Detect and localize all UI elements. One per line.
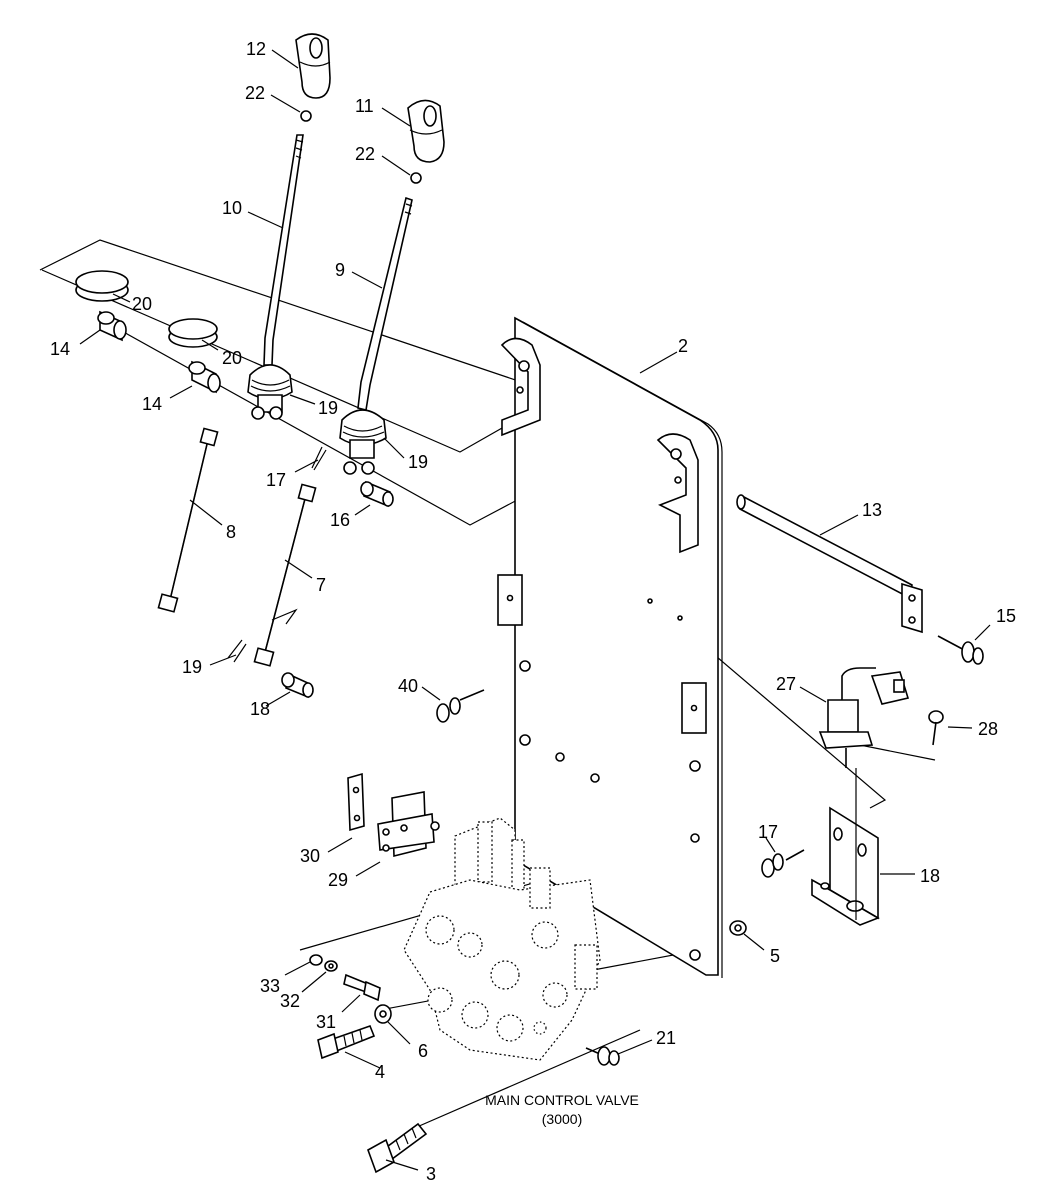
callout-13: 13 — [862, 500, 882, 520]
boot-19-right — [339, 409, 387, 475]
callout-17: 17 — [266, 470, 286, 490]
lever-10 — [263, 134, 304, 366]
valve-label: MAIN CONTROL VALVE (3000) — [485, 1092, 639, 1127]
callout-31: 31 — [316, 1012, 336, 1032]
knob-11 — [407, 99, 445, 163]
callout-4: 4 — [375, 1062, 385, 1082]
callout-22: 22 — [355, 144, 375, 164]
rod-8 — [157, 427, 219, 613]
bracket-18 — [811, 768, 880, 926]
callout-22: 22 — [245, 83, 265, 103]
callout-2: 2 — [678, 336, 688, 356]
bolt-15 — [937, 635, 984, 665]
bolt-31 — [343, 973, 381, 1002]
callout-20: 20 — [222, 348, 242, 368]
bushing-14-right — [188, 360, 221, 394]
callout-19: 19 — [408, 452, 428, 472]
callout-18: 18 — [250, 699, 270, 719]
callout-30: 30 — [300, 846, 320, 866]
callout-40: 40 — [398, 676, 418, 696]
bolt-17-lower — [761, 849, 805, 878]
bolt-40 — [436, 689, 485, 723]
callout-8: 8 — [226, 522, 236, 542]
callout-10: 10 — [222, 198, 242, 218]
bracket-29 — [377, 791, 440, 858]
bolt-4 — [317, 1024, 376, 1060]
callout-16: 16 — [330, 510, 350, 530]
bolt-3 — [367, 1122, 428, 1174]
washer-33 — [309, 954, 323, 966]
pin-16 — [360, 480, 394, 508]
shaft-13 — [736, 494, 923, 634]
knob-12 — [295, 33, 331, 99]
washer-32 — [324, 960, 338, 972]
boot-19-left — [247, 364, 293, 420]
valve-label-name: MAIN CONTROL VALVE — [485, 1092, 639, 1108]
nut-22-right — [410, 172, 422, 184]
callout-15: 15 — [996, 606, 1016, 626]
callout-17: 17 — [758, 822, 778, 842]
callout-19: 19 — [318, 398, 338, 418]
callout-32: 32 — [280, 991, 300, 1011]
callout-27: 27 — [776, 674, 796, 694]
callout-labels: 12 22 11 22 10 9 20 20 14 14 19 19 2 17 … — [50, 39, 1016, 1184]
callout-11: 11 — [355, 96, 374, 116]
callout-14: 14 — [50, 339, 70, 359]
cotter-pin-19 — [227, 639, 247, 663]
callout-19: 19 — [182, 657, 202, 677]
grommet-20-left — [75, 270, 129, 302]
cotter-pin-17 — [311, 446, 327, 471]
callout-14: 14 — [142, 394, 162, 414]
rod-7 — [253, 483, 317, 667]
callout-21: 21 — [656, 1028, 676, 1048]
mounting-plate — [497, 316, 723, 978]
callout-18: 18 — [920, 866, 940, 886]
callout-12: 12 — [246, 39, 266, 59]
nut-5 — [729, 920, 747, 936]
screw-28 — [928, 710, 944, 746]
grommet-20-right — [168, 318, 218, 348]
callout-29: 29 — [328, 870, 348, 890]
leader-lines — [79, 49, 991, 1171]
pin-18 — [281, 672, 314, 699]
callout-6: 6 — [418, 1041, 428, 1061]
callout-20: 20 — [132, 294, 152, 314]
callout-7: 7 — [316, 575, 326, 595]
lever-9 — [357, 196, 413, 411]
callout-5: 5 — [770, 946, 780, 966]
callout-3: 3 — [426, 1164, 436, 1184]
valve-label-code: (3000) — [542, 1111, 582, 1127]
callout-9: 9 — [335, 260, 345, 280]
main-control-valve — [403, 817, 601, 1061]
nut-22-top — [300, 110, 312, 122]
washer-6 — [374, 1004, 392, 1024]
bushing-14-left — [97, 310, 127, 342]
switch-27 — [818, 667, 910, 768]
bracket-30 — [347, 772, 365, 832]
fitting-21 — [585, 1046, 620, 1066]
callout-33: 33 — [260, 976, 280, 996]
callout-28: 28 — [978, 719, 998, 739]
